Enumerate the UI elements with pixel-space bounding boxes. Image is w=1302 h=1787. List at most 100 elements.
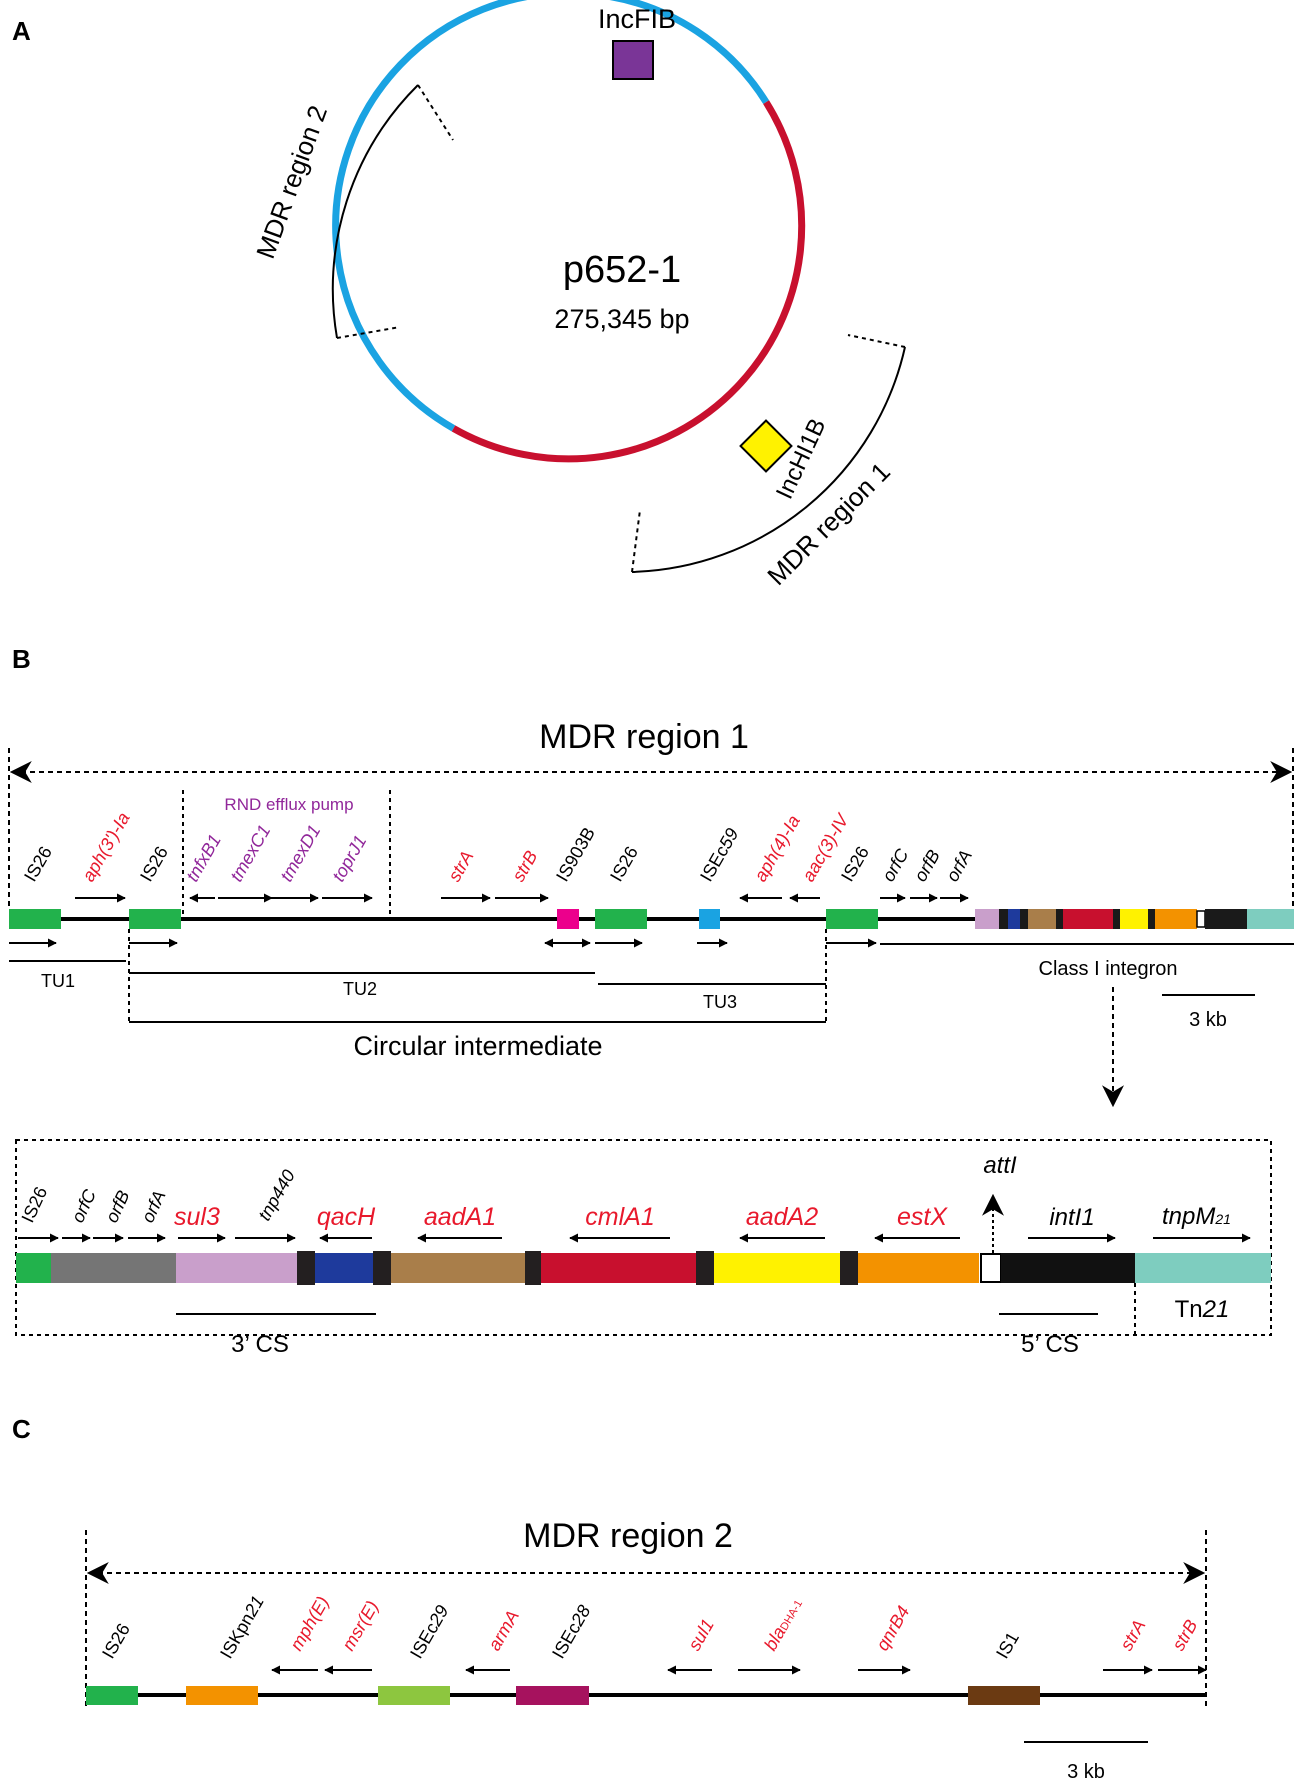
aada1-label: aadA1 [424, 1203, 496, 1231]
mdr-region1-dash-top [847, 334, 906, 348]
tu1-label: TU1 [41, 971, 75, 991]
tnpm21-box [1135, 1253, 1271, 1283]
label-aph4: aph(4)-Ia [750, 812, 804, 885]
panel-a: A MDR region 2 MDR region 1 IncFIB IncHI… [12, 0, 906, 591]
detail-orfc-label: orfC [67, 1186, 100, 1226]
att-box-1 [297, 1251, 315, 1285]
isec29-label: ISEc29 [406, 1602, 452, 1662]
aada2-label: aadA2 [746, 1203, 818, 1231]
is26-box-4 [826, 909, 878, 929]
label-orfb: orfB [910, 846, 944, 885]
sul3-label: sul3 [174, 1203, 220, 1231]
incfib-box [612, 40, 654, 80]
c-is26-box [86, 1686, 138, 1705]
att-box-2 [373, 1251, 391, 1285]
label-is26-3: IS26 [606, 843, 642, 885]
iskpn21-label: ISKpn21 [216, 1592, 268, 1662]
mdr-region2-label: MDR region 2 [250, 101, 333, 262]
att-box-5 [840, 1251, 858, 1285]
atti-box [980, 1253, 1002, 1283]
label-isec59: ISEc59 [696, 825, 742, 885]
sul1-label: sul1 [684, 1615, 718, 1654]
cs3-label: 3’ CS [231, 1331, 289, 1358]
aada1-box [391, 1253, 525, 1283]
qnrb4-label: qnrB4 [872, 1602, 913, 1654]
label-tnfxb1: tnfxB1 [182, 831, 225, 885]
detail-orfa-label: orfA [137, 1187, 169, 1225]
c-stra-label: strA [1116, 1616, 1149, 1654]
plasmid-name: p652-1 [563, 249, 681, 291]
incfib-label: IncFIB [598, 4, 676, 34]
iskpn21-box [186, 1686, 258, 1705]
bla-label: blaDHA-1 [760, 1595, 806, 1654]
tu2-label: TU2 [343, 979, 377, 999]
cmla1-box [541, 1253, 696, 1283]
atti-label: attI [983, 1152, 1017, 1179]
label-stra: strA [444, 847, 477, 885]
tn21-label: Tn21 [1175, 1296, 1230, 1323]
c-strb-label: strB [1168, 1616, 1201, 1654]
panel-b-letter: B [12, 644, 31, 674]
isec59-box [699, 909, 720, 929]
is26-box-1 [9, 909, 61, 929]
is26-box-3 [595, 909, 647, 929]
isec29-box [378, 1686, 450, 1705]
class1-integron-label: Class I integron [1039, 958, 1178, 980]
mdr-region1-bracket [631, 346, 906, 573]
panel-b: B MDR region 1 RND efflux pump [8, 644, 1294, 1358]
detail-is26-label: IS26 [17, 1184, 51, 1226]
mdr-region2-dash-top [417, 84, 454, 141]
is26-box-2 [129, 909, 181, 929]
panel-c: C MDR region 2 IS26 ISKpn21 mph(E) msr(E… [12, 1414, 1207, 1783]
aada2-box [714, 1253, 840, 1283]
detail-is26-box [16, 1253, 51, 1283]
qach-label: qacH [317, 1203, 376, 1231]
label-orfa: orfA [942, 846, 976, 885]
msr-label: msr(E) [338, 1597, 382, 1654]
intl1-box [1001, 1253, 1135, 1283]
plasmid-map: MDR region 2 MDR region 1 IncFIB IncHI1B… [250, 0, 906, 591]
is1-label: IS1 [992, 1629, 1023, 1662]
detail-frame [15, 1139, 1272, 1336]
label-strb: strB [508, 847, 541, 885]
mdr-region1-dash-bottom [631, 509, 641, 573]
backbone-red-arc [451, 100, 806, 463]
isec28-label: ISEc28 [548, 1602, 594, 1662]
label-tmexd1: tmexD1 [276, 821, 324, 885]
qach-box [315, 1253, 373, 1283]
label-is26-2: IS26 [136, 843, 172, 885]
arma-label: armA [484, 1607, 523, 1654]
intl1-label: intI1 [1049, 1204, 1094, 1231]
panel-a-letter: A [12, 16, 31, 46]
label-is903b: IS903B [552, 824, 599, 885]
backbone-blue-arc [332, 0, 770, 432]
integron-miniature [975, 909, 1294, 929]
cs5-label: 5’ CS [1021, 1331, 1079, 1358]
is1-box [968, 1686, 1040, 1705]
mdr-region2-dash-bottom [336, 326, 401, 339]
circular-intermediate-label: Circular intermediate [353, 1031, 602, 1061]
inchi1b-box [739, 419, 793, 473]
c-is26-label: IS26 [98, 1620, 134, 1662]
panel-c-letter: C [12, 1414, 31, 1444]
panel-b-title: MDR region 1 [539, 718, 749, 756]
tnp440-label: tnp440 [254, 1166, 299, 1224]
scale-label-c: 3 kb [1067, 1761, 1105, 1783]
is903b-box [557, 909, 579, 929]
att-box-4 [696, 1251, 714, 1285]
label-aph3: aph(3')-Ia [78, 809, 134, 885]
att-box-3 [525, 1251, 541, 1285]
label-is26-4: IS26 [837, 843, 873, 885]
integron-detail: IS26 orfC orfB orfA sul3 tnp440 qacH aad… [15, 1139, 1272, 1358]
detail-orf-box [51, 1253, 176, 1283]
panel-c-title: MDR region 2 [523, 1517, 733, 1555]
estx-label: estX [897, 1203, 948, 1231]
cmla1-label: cmlA1 [585, 1203, 654, 1231]
detail-orfb-label: orfB [101, 1187, 133, 1225]
scale-label-b: 3 kb [1189, 1009, 1227, 1031]
mdr-region2-bracket [331, 84, 419, 339]
tnpm21-label: tnpM21 [1162, 1203, 1231, 1230]
label-tmexc1: tmexC1 [226, 821, 274, 885]
estx-box [858, 1253, 979, 1283]
